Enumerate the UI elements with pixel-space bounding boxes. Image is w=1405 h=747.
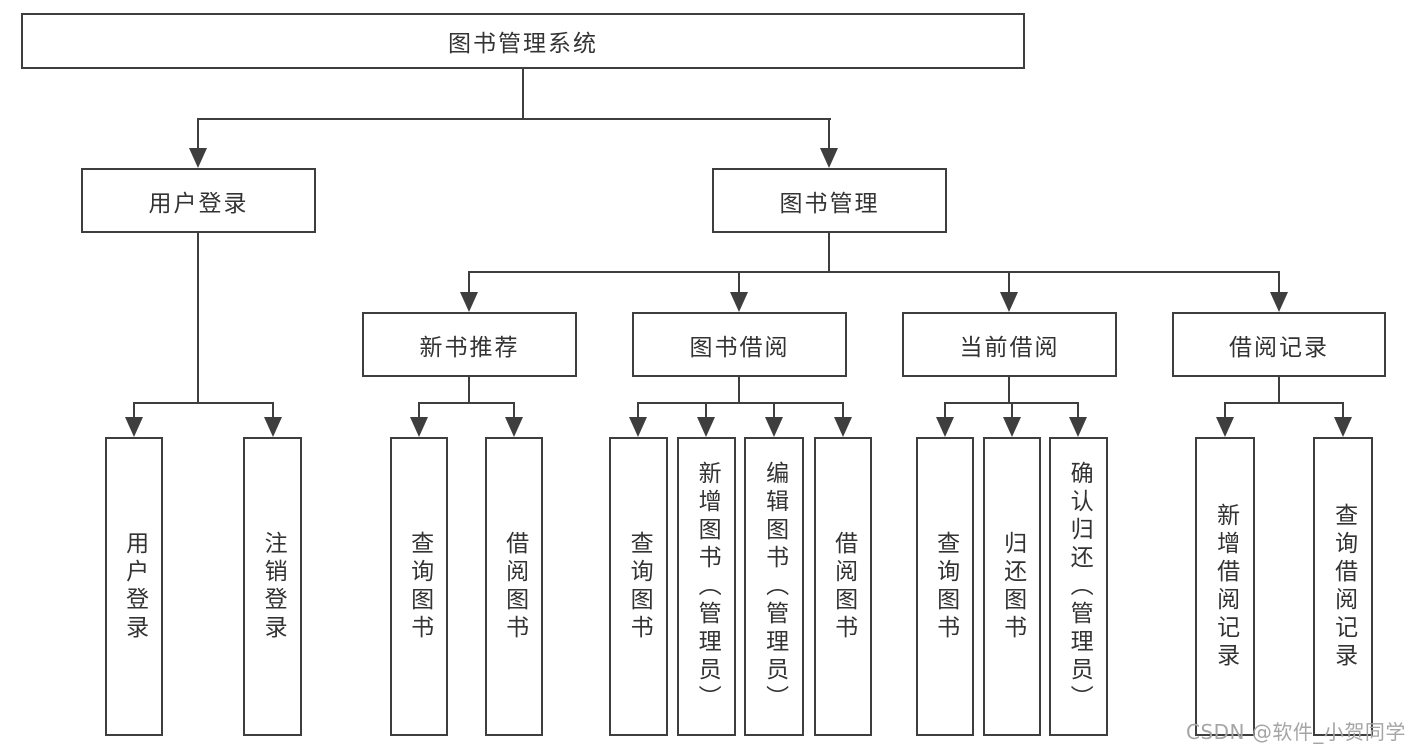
connector-drop xyxy=(738,271,740,294)
arrow-down-icon xyxy=(629,417,647,437)
connector-drop xyxy=(468,271,470,294)
node-book-management: 图书管理 xyxy=(712,168,947,233)
connector-drop xyxy=(1077,402,1079,419)
connector-book-mgmt-stem xyxy=(828,233,830,273)
arrow-down-icon xyxy=(125,417,143,437)
leaf-label: 编辑图书（管理员） xyxy=(761,460,788,713)
connector-branch xyxy=(1224,402,1344,404)
arrow-down-icon xyxy=(1270,292,1288,312)
connector-drop xyxy=(773,402,775,419)
leaf-label: 借阅图书 xyxy=(830,530,857,643)
arrow-down-icon xyxy=(697,417,715,437)
node-current-borrowing: 当前借阅 xyxy=(902,312,1117,377)
connector-drop xyxy=(1011,402,1013,419)
connector-branch xyxy=(637,402,844,404)
leaf-query-borrow-record: 查询借阅记录 xyxy=(1313,437,1373,736)
leaf-borrow-books: 借阅图书 xyxy=(814,437,872,736)
leaf-label: 借阅图书 xyxy=(501,530,528,643)
node-label: 图书借阅 xyxy=(689,334,790,361)
arrow-down-icon xyxy=(765,417,783,437)
node-book-borrowing: 图书借阅 xyxy=(632,312,847,377)
node-label: 用户登录 xyxy=(148,190,249,217)
leaf-borrow-books-recommend: 借阅图书 xyxy=(485,437,543,736)
leaf-add-books-admin: 新增图书（管理员） xyxy=(677,437,736,736)
node-library-system: 图书管理系统 xyxy=(21,13,1025,69)
arrow-down-icon xyxy=(936,417,954,437)
leaf-query-books-borrowing: 查询图书 xyxy=(609,437,668,736)
connector-drop xyxy=(513,402,515,419)
connector-drop xyxy=(272,402,274,419)
connector-stem xyxy=(468,377,470,404)
node-user-login: 用户登录 xyxy=(81,168,316,233)
arrow-down-icon xyxy=(189,148,207,168)
connector-drop xyxy=(1342,402,1344,419)
leaf-label: 查询借阅记录 xyxy=(1330,502,1357,671)
arrow-down-icon xyxy=(1069,417,1087,437)
node-label: 当前借阅 xyxy=(959,334,1060,361)
connector-stem xyxy=(1278,377,1280,404)
connector-root-stem xyxy=(522,69,524,119)
connector-root-branch xyxy=(197,118,831,120)
leaf-label: 用户登录 xyxy=(121,530,148,643)
arrow-down-icon xyxy=(460,292,478,312)
leaf-label: 查询图书 xyxy=(626,530,653,643)
connector-user-login-stem xyxy=(197,233,199,404)
connector-drop xyxy=(944,402,946,419)
node-label: 新书推荐 xyxy=(419,334,520,361)
connector-drop xyxy=(133,402,135,419)
leaf-return-books: 归还图书 xyxy=(983,437,1041,736)
leaf-label: 查询图书 xyxy=(406,530,433,643)
connector-drop-user-login xyxy=(197,118,199,151)
connector-drop xyxy=(705,402,707,419)
connector-drop xyxy=(418,402,420,419)
leaf-label: 新增借阅记录 xyxy=(1212,502,1239,671)
connector-drop xyxy=(1278,271,1280,294)
leaf-user-login: 用户登录 xyxy=(105,437,163,736)
leaf-label: 确认归还（管理员） xyxy=(1066,460,1093,713)
connector-user-login-branch xyxy=(133,402,274,404)
leaf-query-books-current: 查询图书 xyxy=(916,437,974,736)
leaf-label: 归还图书 xyxy=(999,530,1026,643)
leaf-edit-books-admin: 编辑图书（管理员） xyxy=(744,437,804,736)
connector-drop xyxy=(842,402,844,419)
node-label: 图书管理 xyxy=(779,190,880,217)
leaf-query-books-recommend: 查询图书 xyxy=(390,437,448,736)
leaf-label: 注销登录 xyxy=(260,530,287,643)
arrow-down-icon xyxy=(820,148,838,168)
arrow-down-icon xyxy=(410,417,428,437)
leaf-confirm-return-admin: 确认归还（管理员） xyxy=(1049,437,1108,736)
leaf-logout: 注销登录 xyxy=(243,437,302,736)
leaf-label: 新增图书（管理员） xyxy=(694,460,721,713)
node-borrowing-records: 借阅记录 xyxy=(1172,312,1386,377)
connector-stem xyxy=(1008,377,1010,404)
connector-drop xyxy=(637,402,639,419)
connector-stem xyxy=(738,377,740,404)
connector-branch xyxy=(418,402,515,404)
arrow-down-icon xyxy=(1334,417,1352,437)
arrow-down-icon xyxy=(834,417,852,437)
arrow-down-icon xyxy=(730,292,748,312)
connector-drop-book-mgmt xyxy=(828,118,830,151)
connector-book-mgmt-branch xyxy=(468,271,1280,273)
arrow-down-icon xyxy=(505,417,523,437)
arrow-down-icon xyxy=(1000,292,1018,312)
arrow-down-icon xyxy=(1003,417,1021,437)
arrow-down-icon xyxy=(264,417,282,437)
leaf-label: 查询图书 xyxy=(932,530,959,643)
connector-drop xyxy=(1224,402,1226,419)
csdn-watermark: CSDN @软件_小贺同学 xyxy=(1186,720,1405,744)
leaf-add-borrow-record: 新增借阅记录 xyxy=(1195,437,1255,736)
connector-drop xyxy=(1008,271,1010,294)
node-label: 图书管理系统 xyxy=(448,31,598,57)
arrow-down-icon xyxy=(1216,417,1234,437)
node-label: 借阅记录 xyxy=(1229,334,1329,361)
node-new-book-recommend: 新书推荐 xyxy=(362,312,577,377)
